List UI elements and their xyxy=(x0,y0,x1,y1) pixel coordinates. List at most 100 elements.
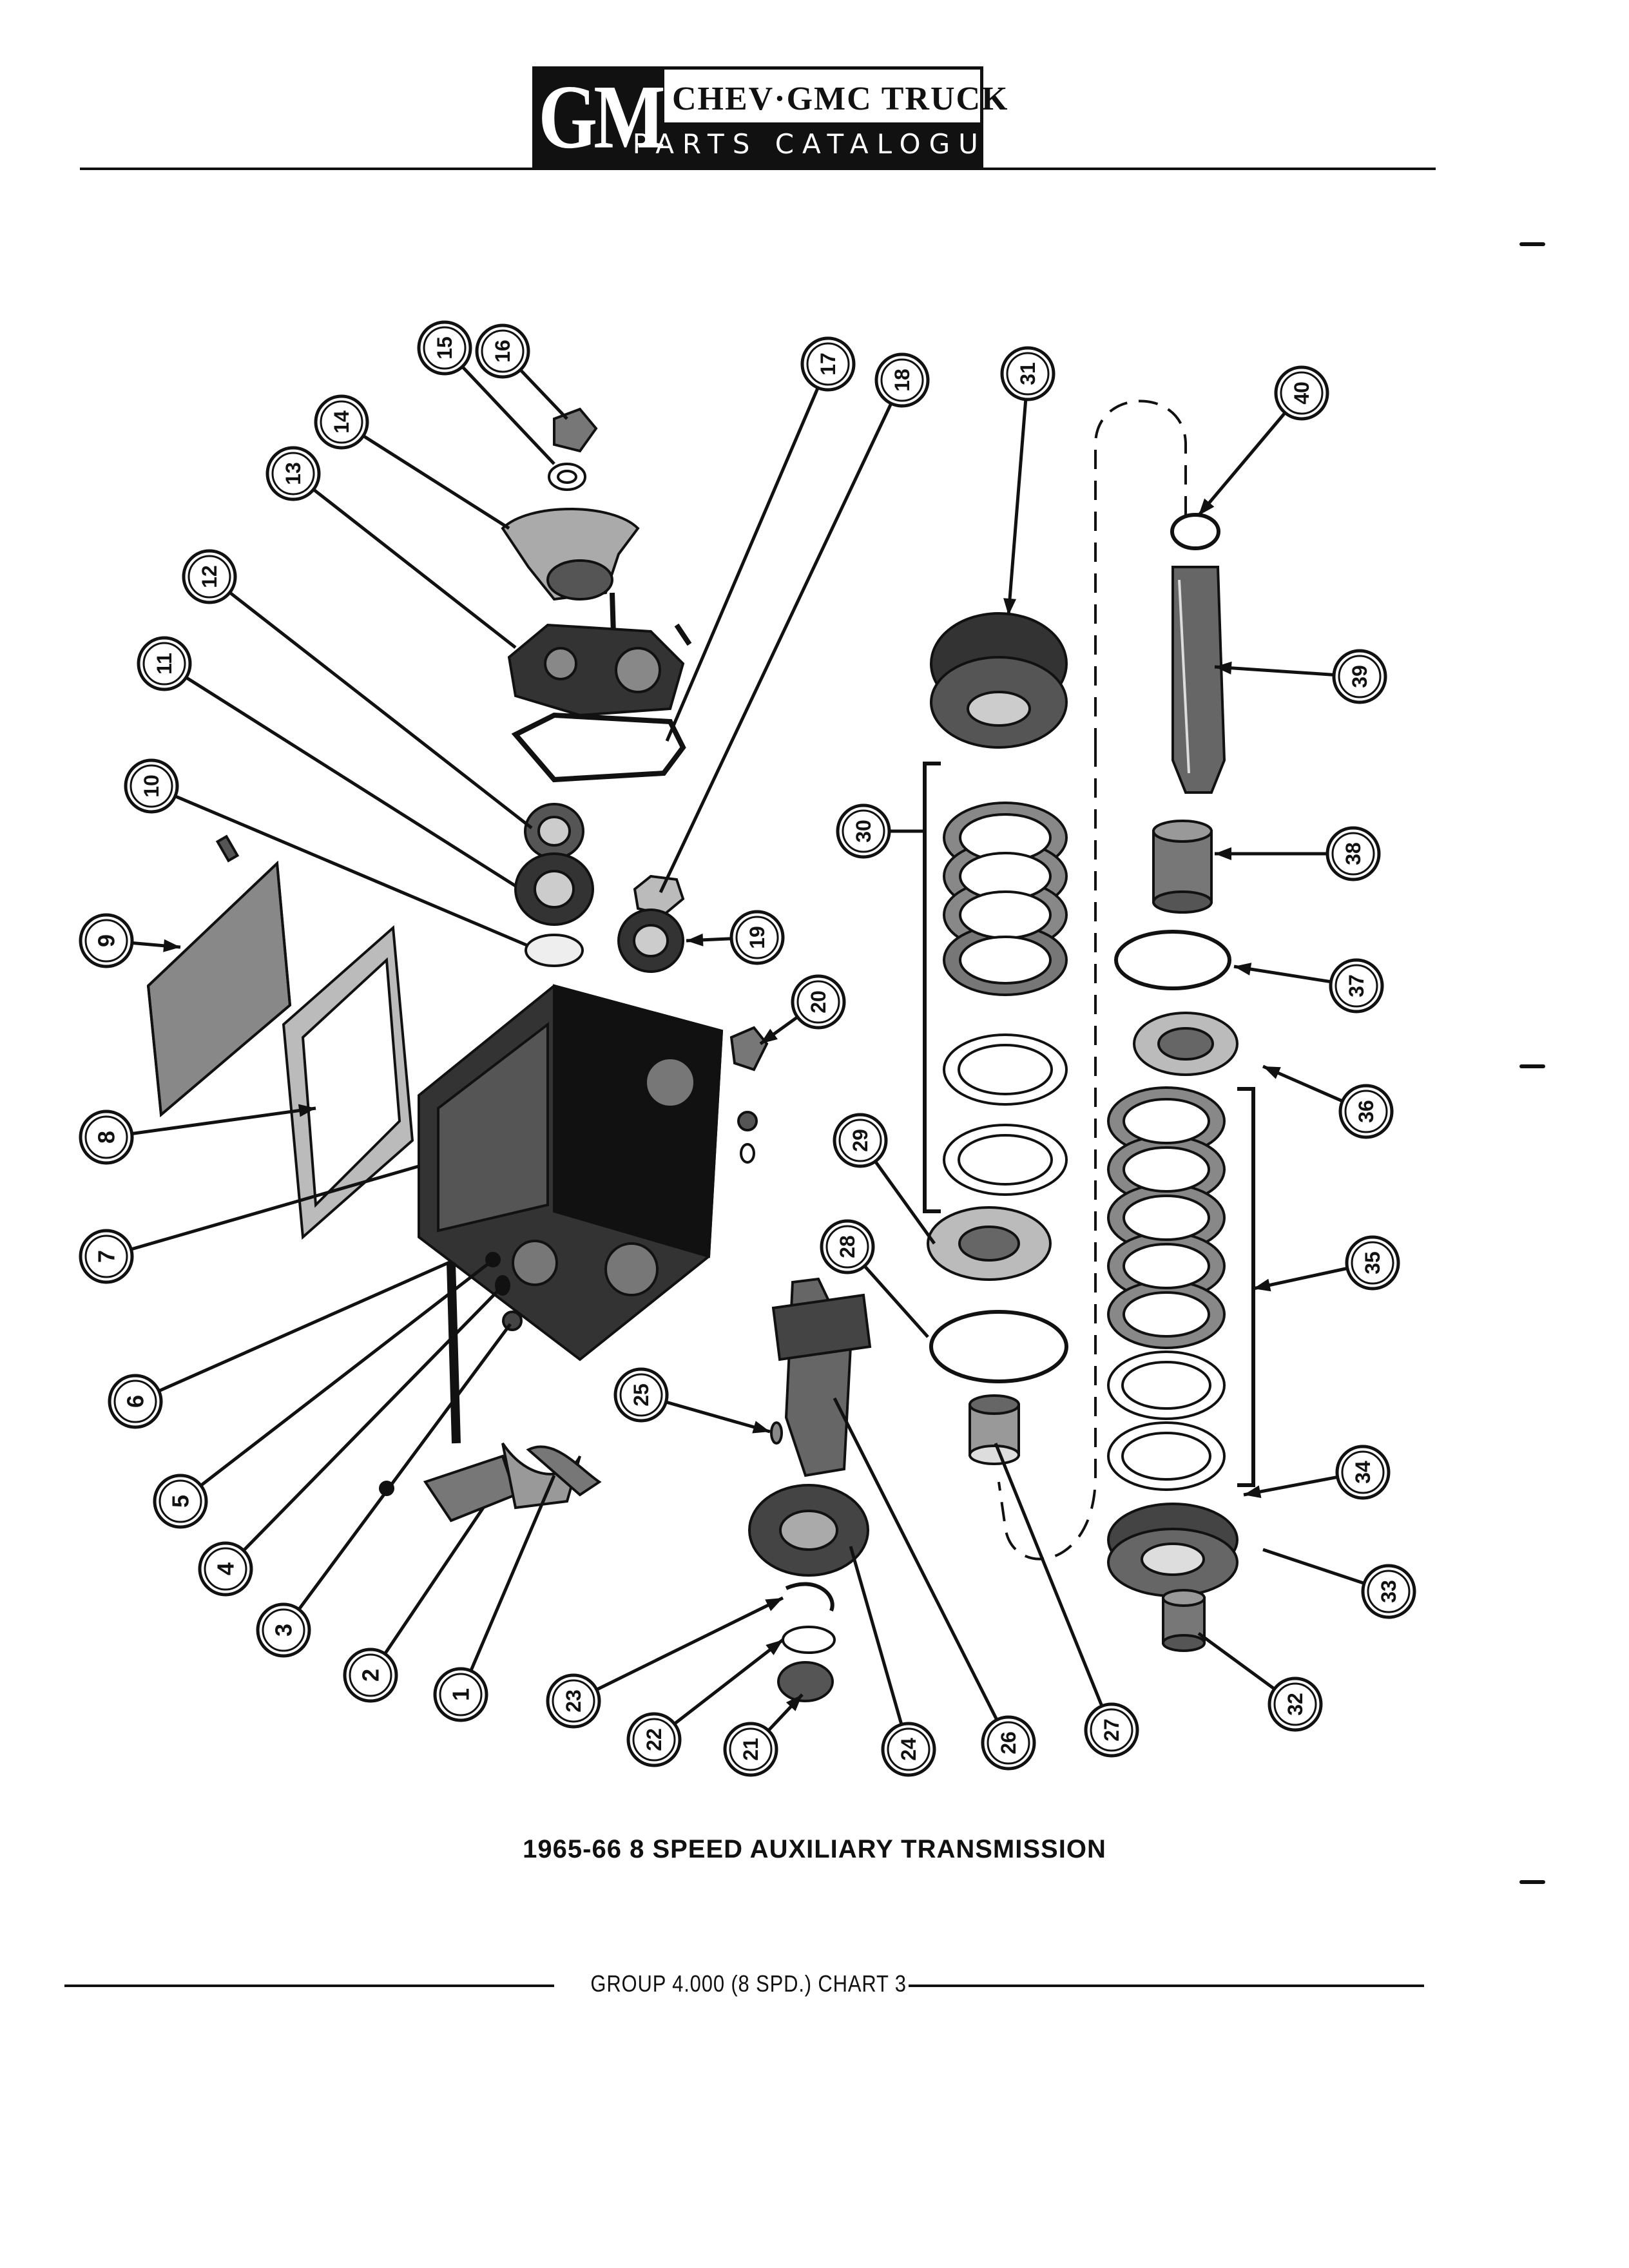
leader-arrowhead xyxy=(1003,598,1017,615)
leader-arrowhead xyxy=(1234,963,1252,975)
part-32-bushing xyxy=(1162,1589,1206,1652)
leader-line xyxy=(659,403,892,894)
callout-9: 9 xyxy=(79,913,134,968)
footer-rule-right xyxy=(909,1984,1424,1987)
callout-number: 27 xyxy=(1100,1718,1123,1742)
callout-number: 35 xyxy=(1361,1251,1384,1274)
part-39-mainshaft xyxy=(1171,566,1226,794)
part-14-bearing-retainer xyxy=(501,508,640,635)
callout-circle xyxy=(800,336,856,392)
callout-number: 7 xyxy=(93,1250,120,1263)
callout-inner-circle xyxy=(887,1727,930,1771)
part-28-snap-ring xyxy=(929,1310,1068,1383)
binding-mark xyxy=(1519,1064,1545,1068)
callout-number: 39 xyxy=(1348,665,1371,688)
part-27-bushing xyxy=(969,1394,1020,1465)
leader-line xyxy=(1197,1631,1275,1690)
callout-circle xyxy=(1268,1677,1323,1732)
binding-mark xyxy=(1519,242,1545,246)
callout-2: 2 xyxy=(343,1648,398,1703)
callout-number: 12 xyxy=(198,565,221,588)
binding-mark xyxy=(1519,1880,1545,1884)
callout-circle xyxy=(433,1667,488,1722)
assembly-dashed-line xyxy=(998,399,1187,1561)
callout-circle xyxy=(1332,649,1387,704)
callout-32: 32 xyxy=(1268,1677,1323,1732)
callout-number: 10 xyxy=(140,774,163,798)
callout-inner-circle xyxy=(1273,1682,1317,1726)
callout-15: 15 xyxy=(417,320,472,376)
gm-logo-mark: GM xyxy=(535,66,666,168)
callout-11: 11 xyxy=(137,636,192,691)
callout-number: 6 xyxy=(122,1395,149,1408)
callout-circle xyxy=(1345,1235,1400,1291)
callout-18: 18 xyxy=(874,352,930,408)
callout-number: 33 xyxy=(1377,1580,1400,1603)
callout-inner-circle xyxy=(349,1653,392,1697)
leader-line xyxy=(159,1260,452,1392)
part-37-snap-ring xyxy=(1114,930,1231,990)
callout-circle xyxy=(729,910,785,965)
callout-number: 8 xyxy=(93,1131,120,1144)
callout-5: 5 xyxy=(153,1474,208,1529)
callout-inner-circle xyxy=(84,919,128,963)
callout-circle xyxy=(981,1715,1036,1771)
callout-inner-circle xyxy=(880,358,924,402)
callout-36: 36 xyxy=(1338,1084,1394,1139)
callout-number: 32 xyxy=(1284,1693,1307,1716)
callout-inner-circle xyxy=(84,1115,128,1159)
callout-number: 5 xyxy=(168,1495,194,1508)
callout-circle xyxy=(1084,1702,1139,1758)
callout-23: 23 xyxy=(546,1673,601,1729)
part-16-15-nut-washer xyxy=(548,407,598,491)
leader-line xyxy=(597,1596,784,1691)
callout-39: 39 xyxy=(1332,649,1387,704)
leader-arrowhead xyxy=(1215,661,1232,675)
callout-inner-circle xyxy=(84,1235,128,1278)
callout-circle xyxy=(1329,958,1384,1014)
callout-inner-circle xyxy=(1090,1708,1133,1752)
part-31-drive-gear xyxy=(930,612,1068,749)
callout-inner-circle xyxy=(1335,964,1378,1008)
part-25-key xyxy=(770,1421,783,1445)
leader-line xyxy=(674,1639,784,1725)
callout-inner-circle xyxy=(987,1721,1030,1765)
callout-inner-circle xyxy=(825,1225,869,1269)
leader-arrowhead xyxy=(765,1598,783,1611)
callout-number: 17 xyxy=(816,352,840,376)
callout-7: 7 xyxy=(79,1229,134,1284)
part-38-coupling xyxy=(1152,820,1213,914)
callout-number: 4 xyxy=(213,1562,239,1575)
leader-line xyxy=(298,1323,512,1610)
callout-number: 30 xyxy=(852,820,875,843)
callout-circle xyxy=(182,549,237,604)
callout-inner-circle xyxy=(796,980,840,1024)
callout-inner-circle xyxy=(735,916,779,959)
leader-line xyxy=(186,677,517,888)
leader-line xyxy=(864,1265,929,1338)
callout-20: 20 xyxy=(791,974,846,1030)
callout-6: 6 xyxy=(108,1374,163,1429)
part-18-19-20-bearings xyxy=(617,874,769,1164)
callout-number: 21 xyxy=(739,1738,762,1761)
callout-16: 16 xyxy=(475,323,530,379)
callout-number: 26 xyxy=(997,1731,1020,1754)
leader-line xyxy=(1007,400,1028,616)
leader-line xyxy=(243,1286,503,1551)
callout-inner-circle xyxy=(729,1727,773,1771)
callout-10: 10 xyxy=(124,758,179,814)
part-26-countershaft xyxy=(771,1277,872,1477)
callout-inner-circle xyxy=(113,1379,157,1423)
callout-number: 22 xyxy=(642,1728,666,1751)
callout-circle xyxy=(475,323,530,379)
leader-line xyxy=(363,435,510,530)
leader-line xyxy=(520,369,568,420)
leader-line xyxy=(462,366,555,465)
callout-number: 37 xyxy=(1345,974,1368,997)
part-34-33-gear xyxy=(1107,1503,1239,1597)
callout-number: 13 xyxy=(282,462,305,485)
leader-arrowhead xyxy=(786,1695,802,1711)
callout-number: 1 xyxy=(448,1688,474,1701)
callout-22: 22 xyxy=(626,1712,682,1767)
callout-circle xyxy=(820,1219,875,1274)
